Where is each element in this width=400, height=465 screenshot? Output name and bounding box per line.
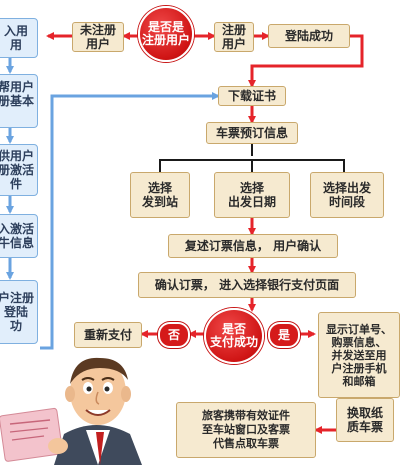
left-box-basic-info: 帮用户 册基本: [0, 74, 38, 128]
box-show-order-number: 显示订单号、 购票信息、 并发送至用 户注册手机 和邮箱: [318, 312, 400, 398]
box-review-order: 复述订票信息， 用户确认: [168, 234, 338, 258]
box-ticket-booking-info: 车票预订信息: [206, 122, 298, 144]
left-box-register-success: 户注册 登陆 功: [0, 280, 38, 344]
connector-left-to-download: [40, 92, 220, 350]
left-box-activation: 供用户 册激活 件: [0, 144, 38, 196]
box-select-time: 选择出发 时间段: [310, 172, 384, 218]
box-exchange-ticket: 换取纸 质车票: [336, 398, 394, 442]
cartoon-businessman-icon: [0, 357, 142, 465]
box-select-date: 选择 出发日期: [214, 172, 290, 218]
decision-payment-success: 是否 支付成功: [204, 308, 264, 364]
box-confirm-order: 确认订票， 进入选择银行支付页面: [138, 272, 356, 298]
left-box-activation-info: 入激活 牛信息: [0, 214, 38, 258]
main-flow-arrows: [159, 106, 345, 312]
box-login-success: 登陆成功: [268, 24, 350, 48]
box-unregistered-user: 未注册 用户: [72, 22, 124, 52]
left-box-user-entry: 入用 用: [0, 18, 38, 58]
box-registered-user: 注册 用户: [214, 22, 254, 52]
top-row-arrows: [46, 32, 364, 88]
train-ticket-icon: [0, 407, 64, 462]
label-yes: 是: [268, 322, 300, 348]
box-download-certificate: 下载证书: [218, 86, 286, 106]
box-pickup-info: 旅客携带有效证件 至车站窗口及客票 代售点取车票: [176, 402, 316, 458]
decision-registered-user: 是否是 注册用户: [138, 6, 194, 62]
box-repay: 重新支付: [74, 322, 142, 348]
label-no: 否: [158, 322, 190, 348]
box-select-station: 选择 发到站: [130, 172, 190, 218]
